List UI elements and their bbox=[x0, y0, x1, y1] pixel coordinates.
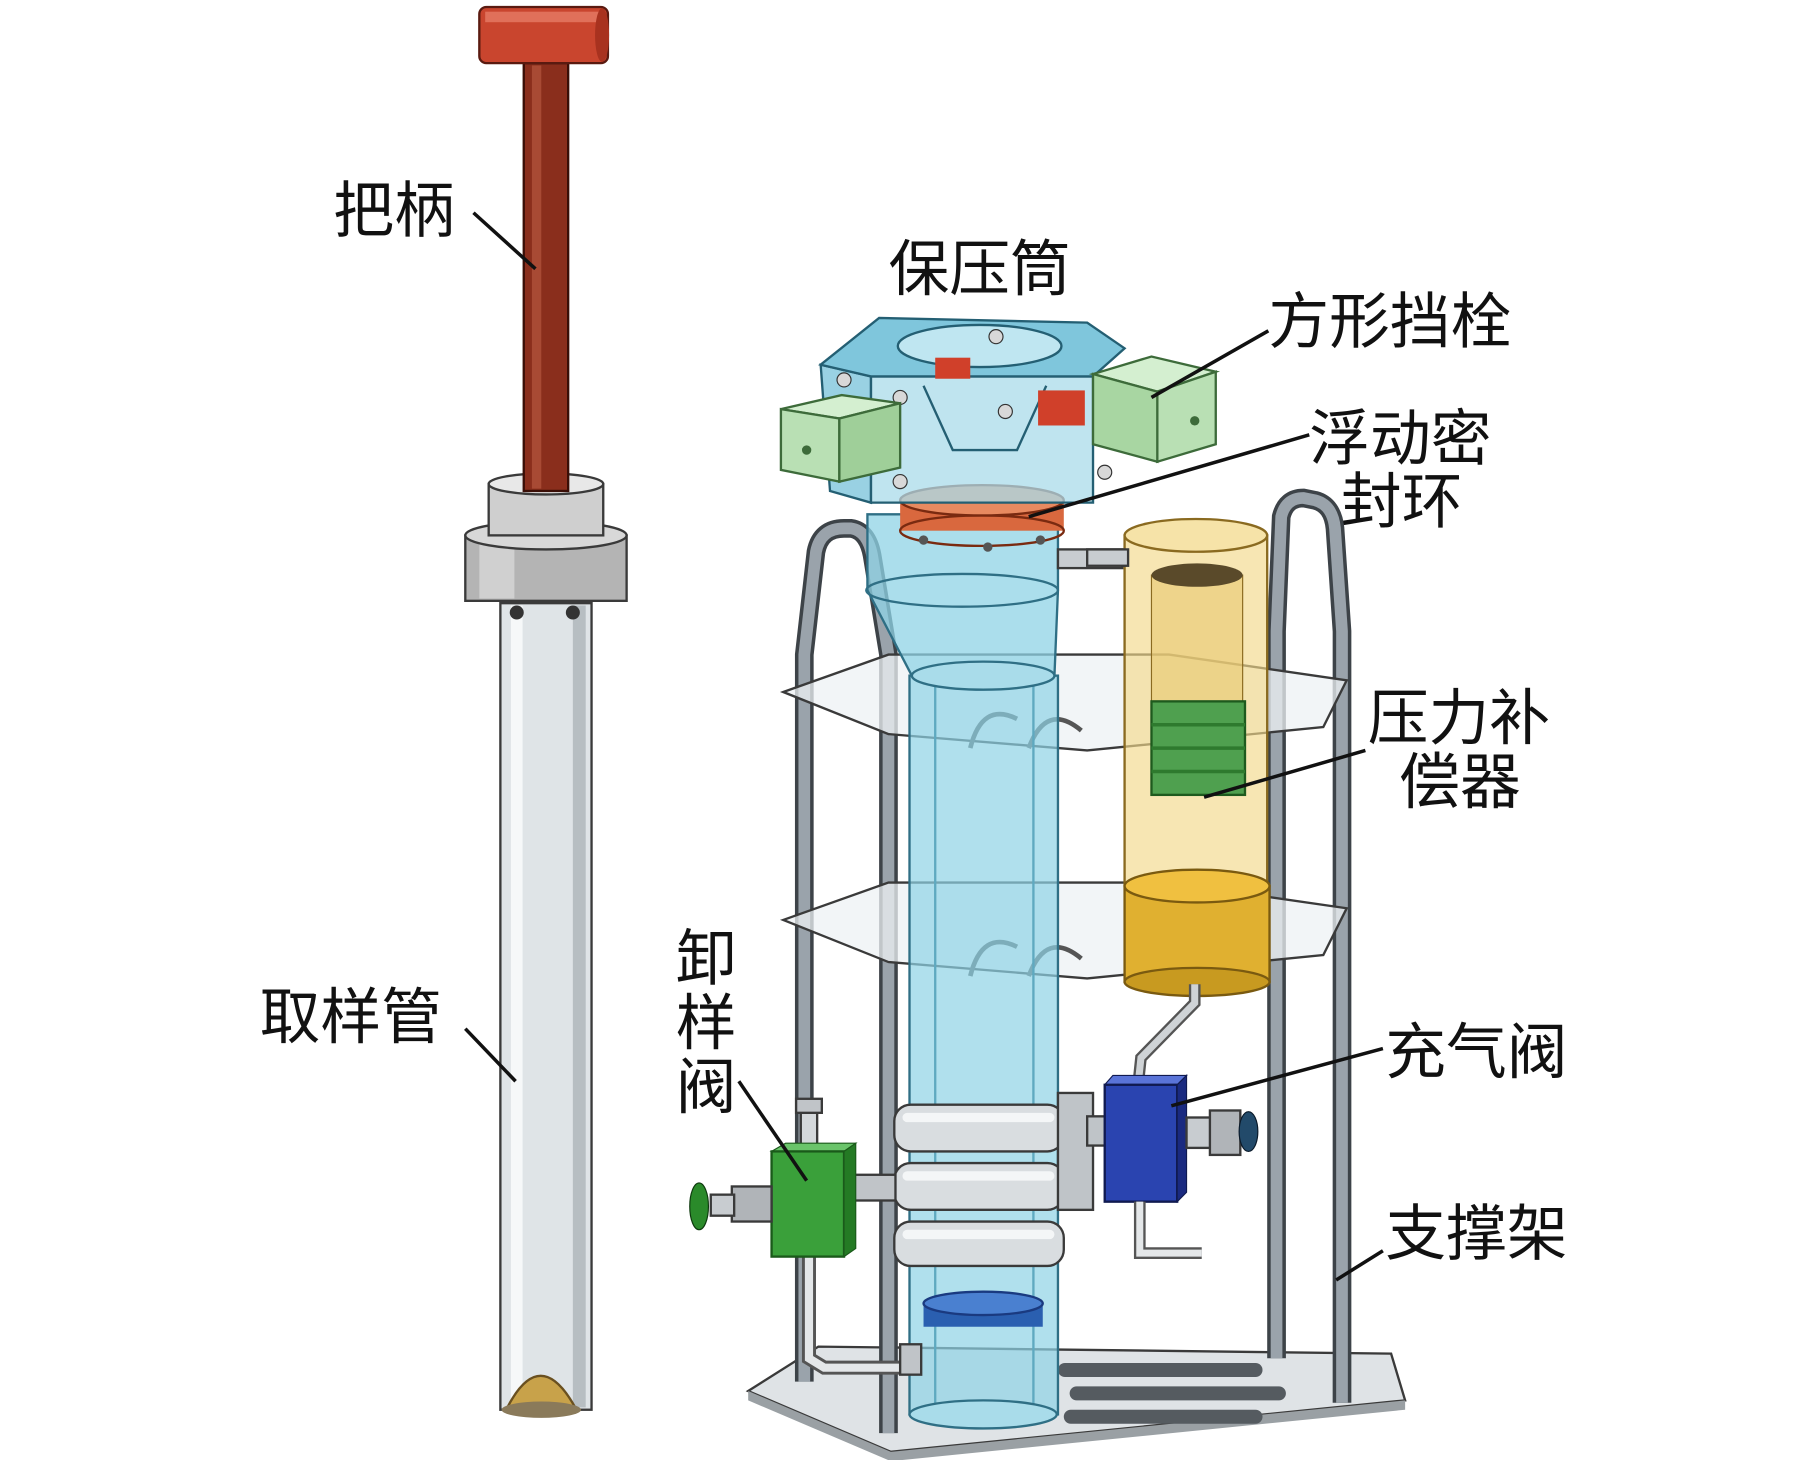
funnel-neck bbox=[910, 660, 1056, 691]
base-slot bbox=[1063, 1409, 1263, 1424]
label-support-frame: 支撑架 bbox=[1385, 1199, 1567, 1269]
leader-unloading-valve bbox=[737, 1080, 809, 1182]
label-floating-seal-ring-line1: 浮动密 bbox=[1309, 404, 1491, 474]
inflation-valve-stem bbox=[1185, 1116, 1214, 1150]
leader-lines bbox=[464, 211, 1384, 1282]
unloading-pipe bbox=[804, 1256, 903, 1372]
label-inflation-valve: 充气阀 bbox=[1385, 1018, 1567, 1088]
label-pressure-compensator-line2: 偿器 bbox=[1399, 748, 1521, 818]
sampling-tube-shade bbox=[572, 605, 586, 1408]
unloading-valve-body bbox=[770, 1150, 846, 1258]
label-unloading-valve-char1: 卸 bbox=[676, 925, 737, 995]
sampling-tool bbox=[464, 5, 628, 1418]
base-slot bbox=[1069, 1386, 1286, 1401]
head-bolt bbox=[1097, 464, 1113, 480]
compensator-base-top bbox=[1123, 868, 1271, 904]
leader-pressure-compensator bbox=[1203, 748, 1366, 799]
inflation-valve-body bbox=[1103, 1083, 1179, 1203]
unloading-valve-connector bbox=[852, 1173, 897, 1202]
label-unloading-valve-char3: 阀 bbox=[676, 1053, 737, 1123]
compensator-top bbox=[1123, 517, 1269, 553]
stopper-hole bbox=[801, 445, 812, 455]
leader-support-frame bbox=[1335, 1249, 1384, 1282]
inflation-outlet-pipe bbox=[1136, 1201, 1202, 1257]
head-bolt bbox=[892, 474, 908, 490]
label-pressure-cylinder: 保压筒 bbox=[888, 235, 1070, 305]
head-bolt bbox=[836, 372, 852, 388]
stopper-side-face bbox=[838, 401, 902, 484]
sampling-tube-cutter bbox=[505, 1374, 578, 1409]
unloading-valve bbox=[689, 1097, 903, 1375]
pressure-compensator bbox=[1086, 517, 1271, 998]
square-stopper-right bbox=[1088, 355, 1220, 464]
leader-sampling-tube bbox=[464, 1027, 517, 1083]
leader-handle bbox=[472, 211, 537, 271]
seal-ring-bottom bbox=[898, 514, 1065, 548]
seal-ring-bolt bbox=[1035, 535, 1046, 545]
unloading-valve-handwheel bbox=[689, 1182, 710, 1231]
base-slot bbox=[1057, 1362, 1263, 1378]
pressure-apparatus bbox=[689, 316, 1407, 1460]
clamp-band-highlight bbox=[902, 1229, 1055, 1240]
head-red-part bbox=[935, 357, 971, 379]
handle-cap-highlight bbox=[485, 11, 603, 23]
seal-ring-bolt bbox=[983, 542, 993, 552]
unloading-valve-nut bbox=[730, 1185, 773, 1223]
clamp-ear bbox=[1056, 1091, 1095, 1212]
bottom-connector bbox=[898, 1343, 923, 1376]
inflation-valve-knob bbox=[1238, 1111, 1259, 1152]
head-inner-funnel bbox=[922, 385, 1048, 452]
clamp-band-highlight bbox=[902, 1112, 1055, 1123]
seal-ring-bolt bbox=[918, 535, 929, 545]
head-red-part bbox=[1038, 390, 1085, 426]
handle-cap-end bbox=[595, 8, 610, 62]
pressure-cylinder-bottom bbox=[908, 1399, 1058, 1430]
inflation-valve bbox=[1086, 1074, 1259, 1259]
handle-rod bbox=[522, 61, 570, 493]
gas-pipe bbox=[1135, 984, 1199, 1081]
collar-screw bbox=[509, 605, 524, 620]
stopper-side-face bbox=[1091, 372, 1159, 464]
compensator-side-fitting bbox=[1086, 548, 1130, 567]
collar-screw bbox=[565, 605, 580, 620]
unloading-valve-stem bbox=[709, 1193, 736, 1217]
clamp-band bbox=[893, 1161, 1065, 1212]
compensator-inner-top bbox=[1151, 563, 1243, 587]
clamp-band bbox=[893, 1220, 1065, 1268]
clamp-band bbox=[893, 1103, 1065, 1153]
inflation-outlet-pipe-outline bbox=[1133, 1201, 1202, 1259]
head-bolt bbox=[997, 403, 1013, 420]
label-unloading-valve-char2: 样 bbox=[676, 989, 737, 1059]
inflation-valve-nut bbox=[1208, 1109, 1242, 1157]
unloading-valve-side-face bbox=[843, 1142, 857, 1258]
piston-disk-top bbox=[922, 1290, 1044, 1317]
label-floating-seal-ring-line2: 封环 bbox=[1341, 468, 1463, 538]
label-square-stopper: 方形挡栓 bbox=[1268, 287, 1511, 357]
support-frame-right-arch bbox=[1270, 492, 1348, 1403]
label-sampling-tube: 取样管 bbox=[260, 983, 442, 1053]
label-pressure-compensator-line1: 压力补 bbox=[1368, 684, 1550, 754]
compensator-inner-cylinder bbox=[1150, 574, 1244, 705]
label-handle: 把柄 bbox=[333, 176, 455, 246]
leader-floating-seal-ring bbox=[1028, 433, 1310, 519]
clamp-band-highlight bbox=[902, 1171, 1055, 1181]
sampling-tube-bottom bbox=[501, 1401, 582, 1418]
stopper-front-face bbox=[779, 407, 841, 484]
head-inner-opening bbox=[896, 323, 1063, 369]
head-bolt bbox=[988, 329, 1004, 345]
lower-ring-highlight bbox=[479, 540, 515, 599]
labels: 把柄 取样管 保压筒 方形挡栓 浮动密 封环 压力补 偿器 卸 样 阀 充气阀 … bbox=[260, 176, 1568, 1269]
stopper-hole bbox=[1190, 416, 1200, 426]
square-stopper-left bbox=[779, 393, 902, 484]
inflation-valve-side-face bbox=[1176, 1074, 1188, 1204]
leader-square-stopper bbox=[1150, 329, 1270, 399]
cylinder-clamp bbox=[893, 1091, 1095, 1268]
funnel-rim bbox=[865, 572, 1060, 608]
inflation-valve-top-face bbox=[1103, 1074, 1188, 1086]
sampling-tube-highlight bbox=[510, 605, 523, 1408]
unloading-valve-top-fitting bbox=[794, 1097, 823, 1114]
handle-rod-highlight bbox=[531, 65, 542, 489]
leader-inflation-valve bbox=[1170, 1046, 1384, 1108]
